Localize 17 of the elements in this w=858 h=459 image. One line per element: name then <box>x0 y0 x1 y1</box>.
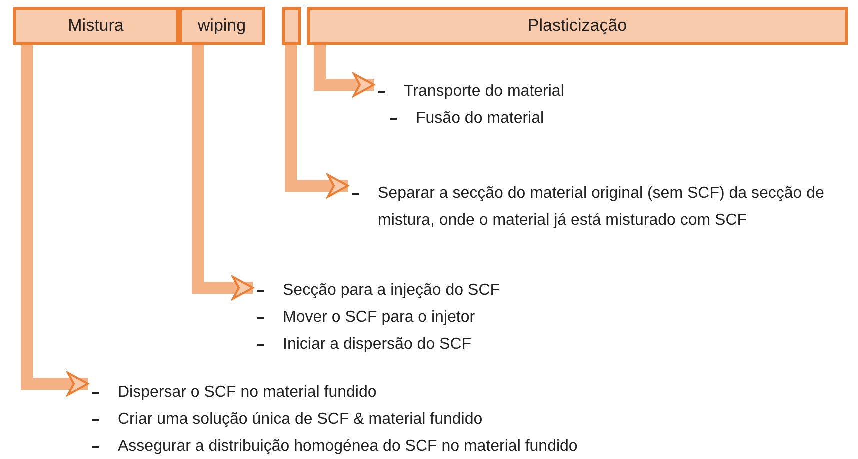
elbow-arrow <box>285 45 349 198</box>
list-item: Secção para a injeção do SCF <box>283 281 500 301</box>
list-item: Mover o SCF para o injetor <box>283 308 476 328</box>
header-box: Plasticização <box>307 7 848 45</box>
list-item: Dispersar o SCF no material fundido <box>118 383 377 403</box>
elbow-arrow <box>314 45 375 97</box>
list-item: Transporte do material <box>404 82 564 102</box>
elbow-arrow <box>21 45 89 396</box>
list-item: Iniciar a dispersão do SCF <box>283 335 472 355</box>
list-item: Separar a secção do material original (sem SCF) da secção de mistura, onde o material já está misturado com SCF <box>378 184 826 231</box>
empty-box <box>282 7 301 45</box>
header-box: wiping <box>179 7 265 45</box>
list-item: Fusão do material <box>416 109 544 129</box>
list-item: Assegurar a distribuição homogénea do SCF no material fundido <box>118 437 578 457</box>
elbow-arrow <box>192 45 254 300</box>
header-box: Mistura <box>13 7 179 45</box>
list-item: Criar uma solução única de SCF & material fundido <box>118 410 483 430</box>
